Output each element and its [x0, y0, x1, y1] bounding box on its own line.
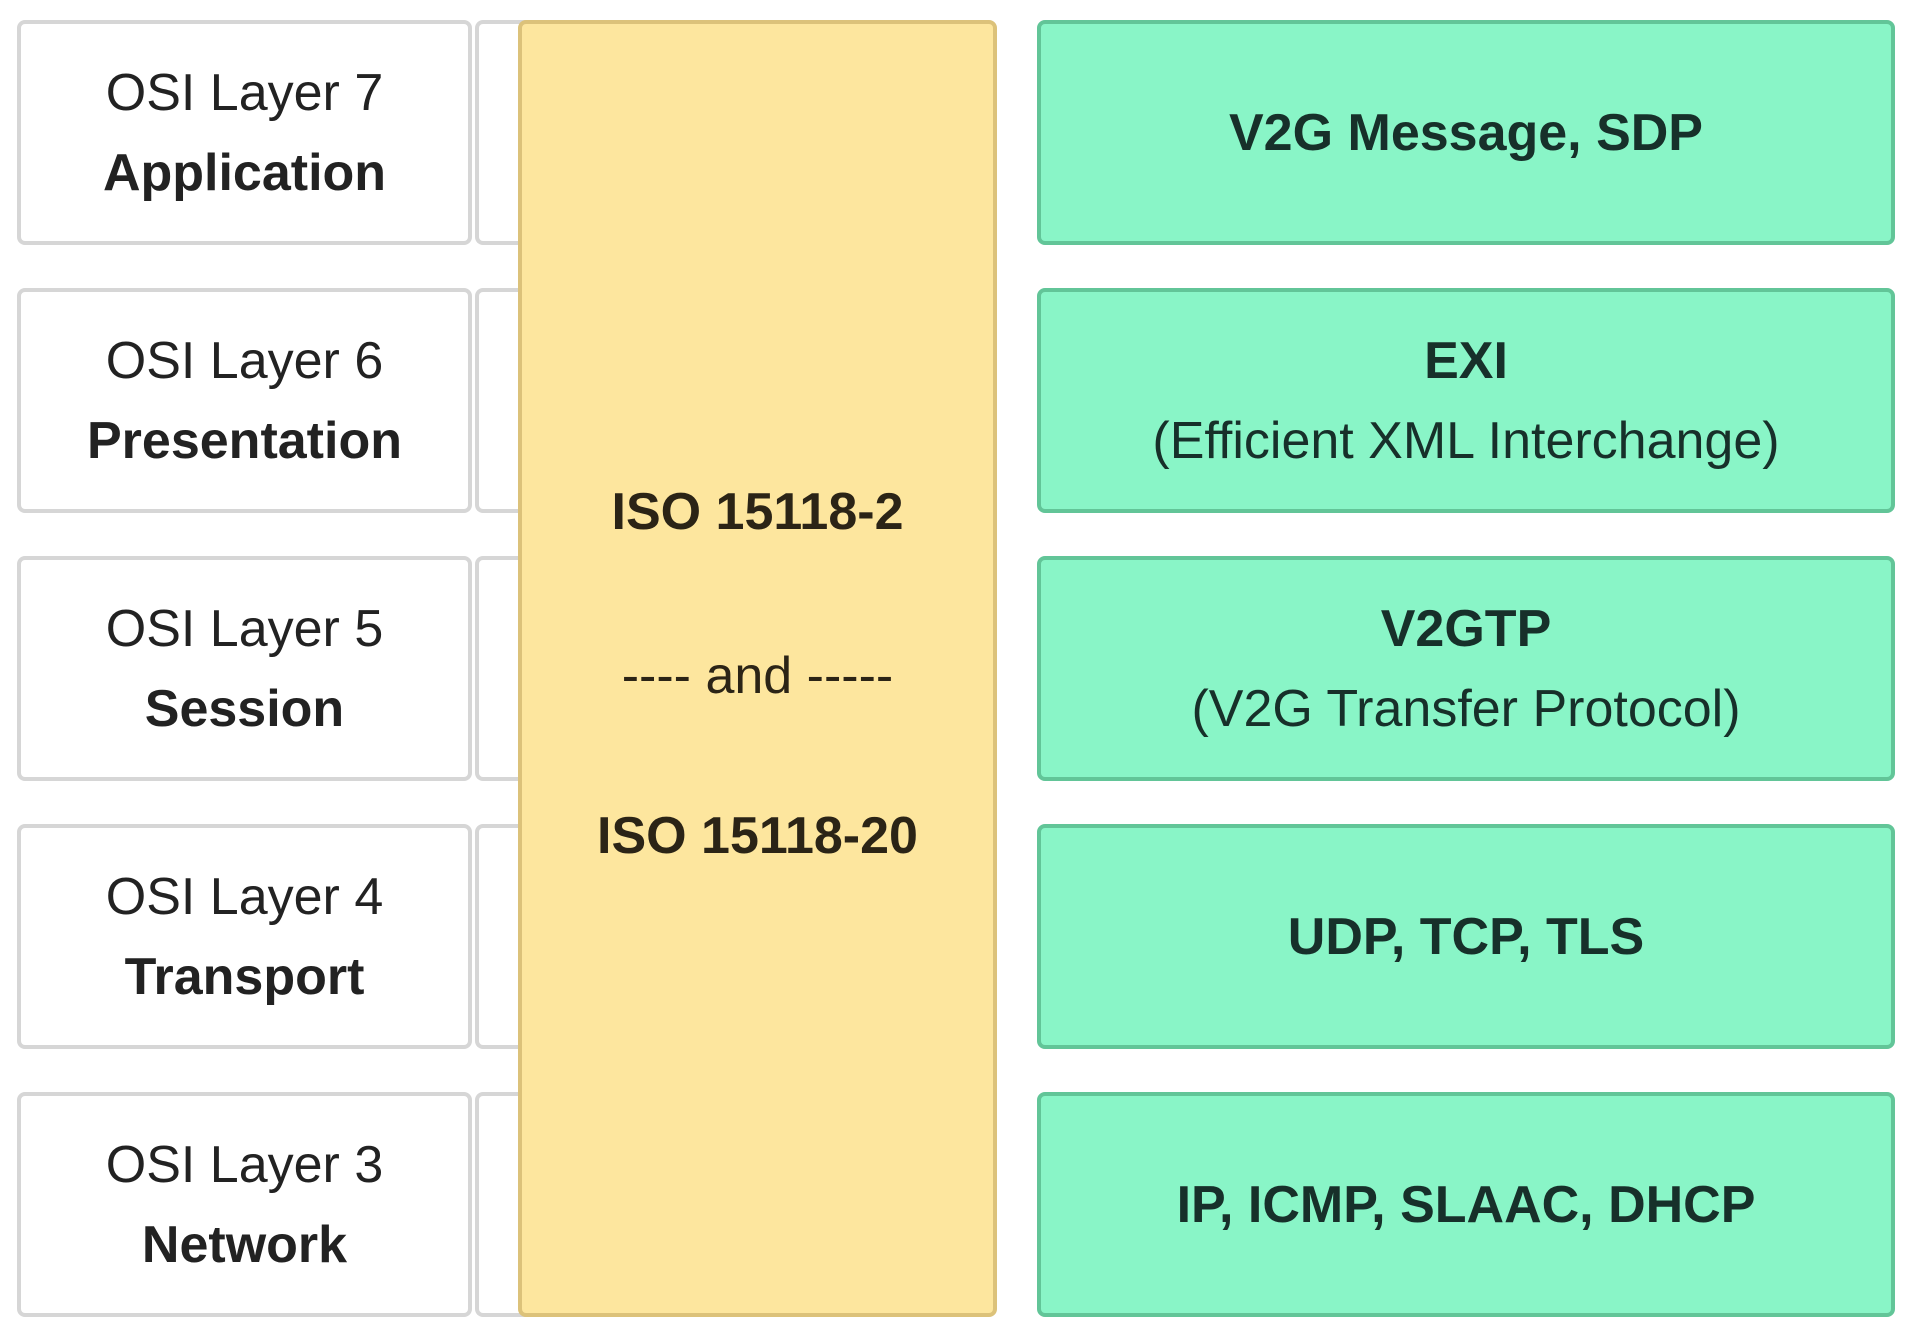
osi-layer-number: OSI Layer 7	[105, 63, 384, 122]
osi-layer-number: OSI Layer 4	[105, 867, 384, 926]
protocol-box-network: IP, ICMP, SLAAC, DHCP	[1037, 1092, 1895, 1317]
protocol-sub-label: (Efficient XML Interchange)	[1152, 411, 1780, 470]
protocol-box-presentation: EXI (Efficient XML Interchange)	[1037, 288, 1895, 513]
protocol-box-session: V2GTP (V2G Transfer Protocol)	[1037, 556, 1895, 781]
protocol-main-label: IP, ICMP, SLAAC, DHCP	[1176, 1175, 1756, 1234]
osi-layer-name: Transport	[124, 947, 365, 1006]
osi-layer-5-box: OSI Layer 5 Session	[17, 556, 472, 781]
iso-standard-column: ISO 15118-2 ---- and ----- ISO 15118-20	[518, 20, 997, 1317]
iso-15118-2-label: ISO 15118-2	[611, 483, 904, 541]
protocol-box-application: V2G Message, SDP	[1037, 20, 1895, 245]
protocol-main-label: V2G Message, SDP	[1229, 103, 1703, 162]
osi-layer-3-box: OSI Layer 3 Network	[17, 1092, 472, 1317]
protocol-main-label: EXI	[1424, 331, 1508, 390]
osi-layer-name: Presentation	[87, 411, 402, 470]
protocol-sub-label: (V2G Transfer Protocol)	[1191, 679, 1741, 738]
osi-layer-6-box: OSI Layer 6 Presentation	[17, 288, 472, 513]
iso-and-separator: ---- and -----	[621, 647, 894, 705]
protocol-box-transport: UDP, TCP, TLS	[1037, 824, 1895, 1049]
protocol-main-label: UDP, TCP, TLS	[1287, 907, 1645, 966]
osi-layer-name: Session	[144, 679, 345, 738]
osi-layer-number: OSI Layer 3	[105, 1135, 384, 1194]
osi-layer-4-box: OSI Layer 4 Transport	[17, 824, 472, 1049]
iso-15118-20-label: ISO 15118-20	[597, 807, 918, 865]
osi-layer-number: OSI Layer 6	[105, 331, 384, 390]
osi-layer-name: Network	[141, 1215, 348, 1274]
protocol-main-label: V2GTP	[1380, 599, 1552, 658]
osi-layer-7-box: OSI Layer 7 Application	[17, 20, 472, 245]
osi-layer-number: OSI Layer 5	[105, 599, 384, 658]
osi-layer-name: Application	[102, 143, 387, 202]
